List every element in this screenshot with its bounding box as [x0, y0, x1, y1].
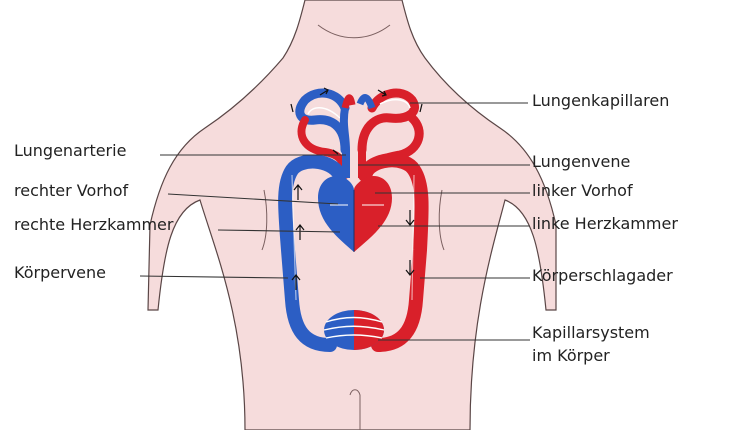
label-left-atrium: linker Vorhof	[532, 181, 633, 201]
label-body-capillaries-line1: Kapillarsystem	[532, 323, 650, 343]
label-pulmonary-artery: Lungenarterie	[14, 141, 126, 161]
label-aorta: Körperschlagader	[532, 266, 673, 286]
label-systemic-vein: Körpervene	[14, 263, 106, 283]
label-right-ventricle: rechte Herzkammer	[14, 215, 173, 235]
body-capillaries	[324, 310, 384, 350]
label-lung-capillaries: Lungenkapillaren	[532, 91, 669, 111]
label-body-capillaries-line2: im Körper	[532, 346, 610, 366]
label-right-atrium: rechter Vorhof	[14, 181, 128, 201]
pulmonary-artery-vessel	[344, 108, 346, 178]
label-left-ventricle: linke Herzkammer	[532, 214, 678, 234]
label-pulmonary-vein: Lungenvene	[532, 152, 630, 172]
